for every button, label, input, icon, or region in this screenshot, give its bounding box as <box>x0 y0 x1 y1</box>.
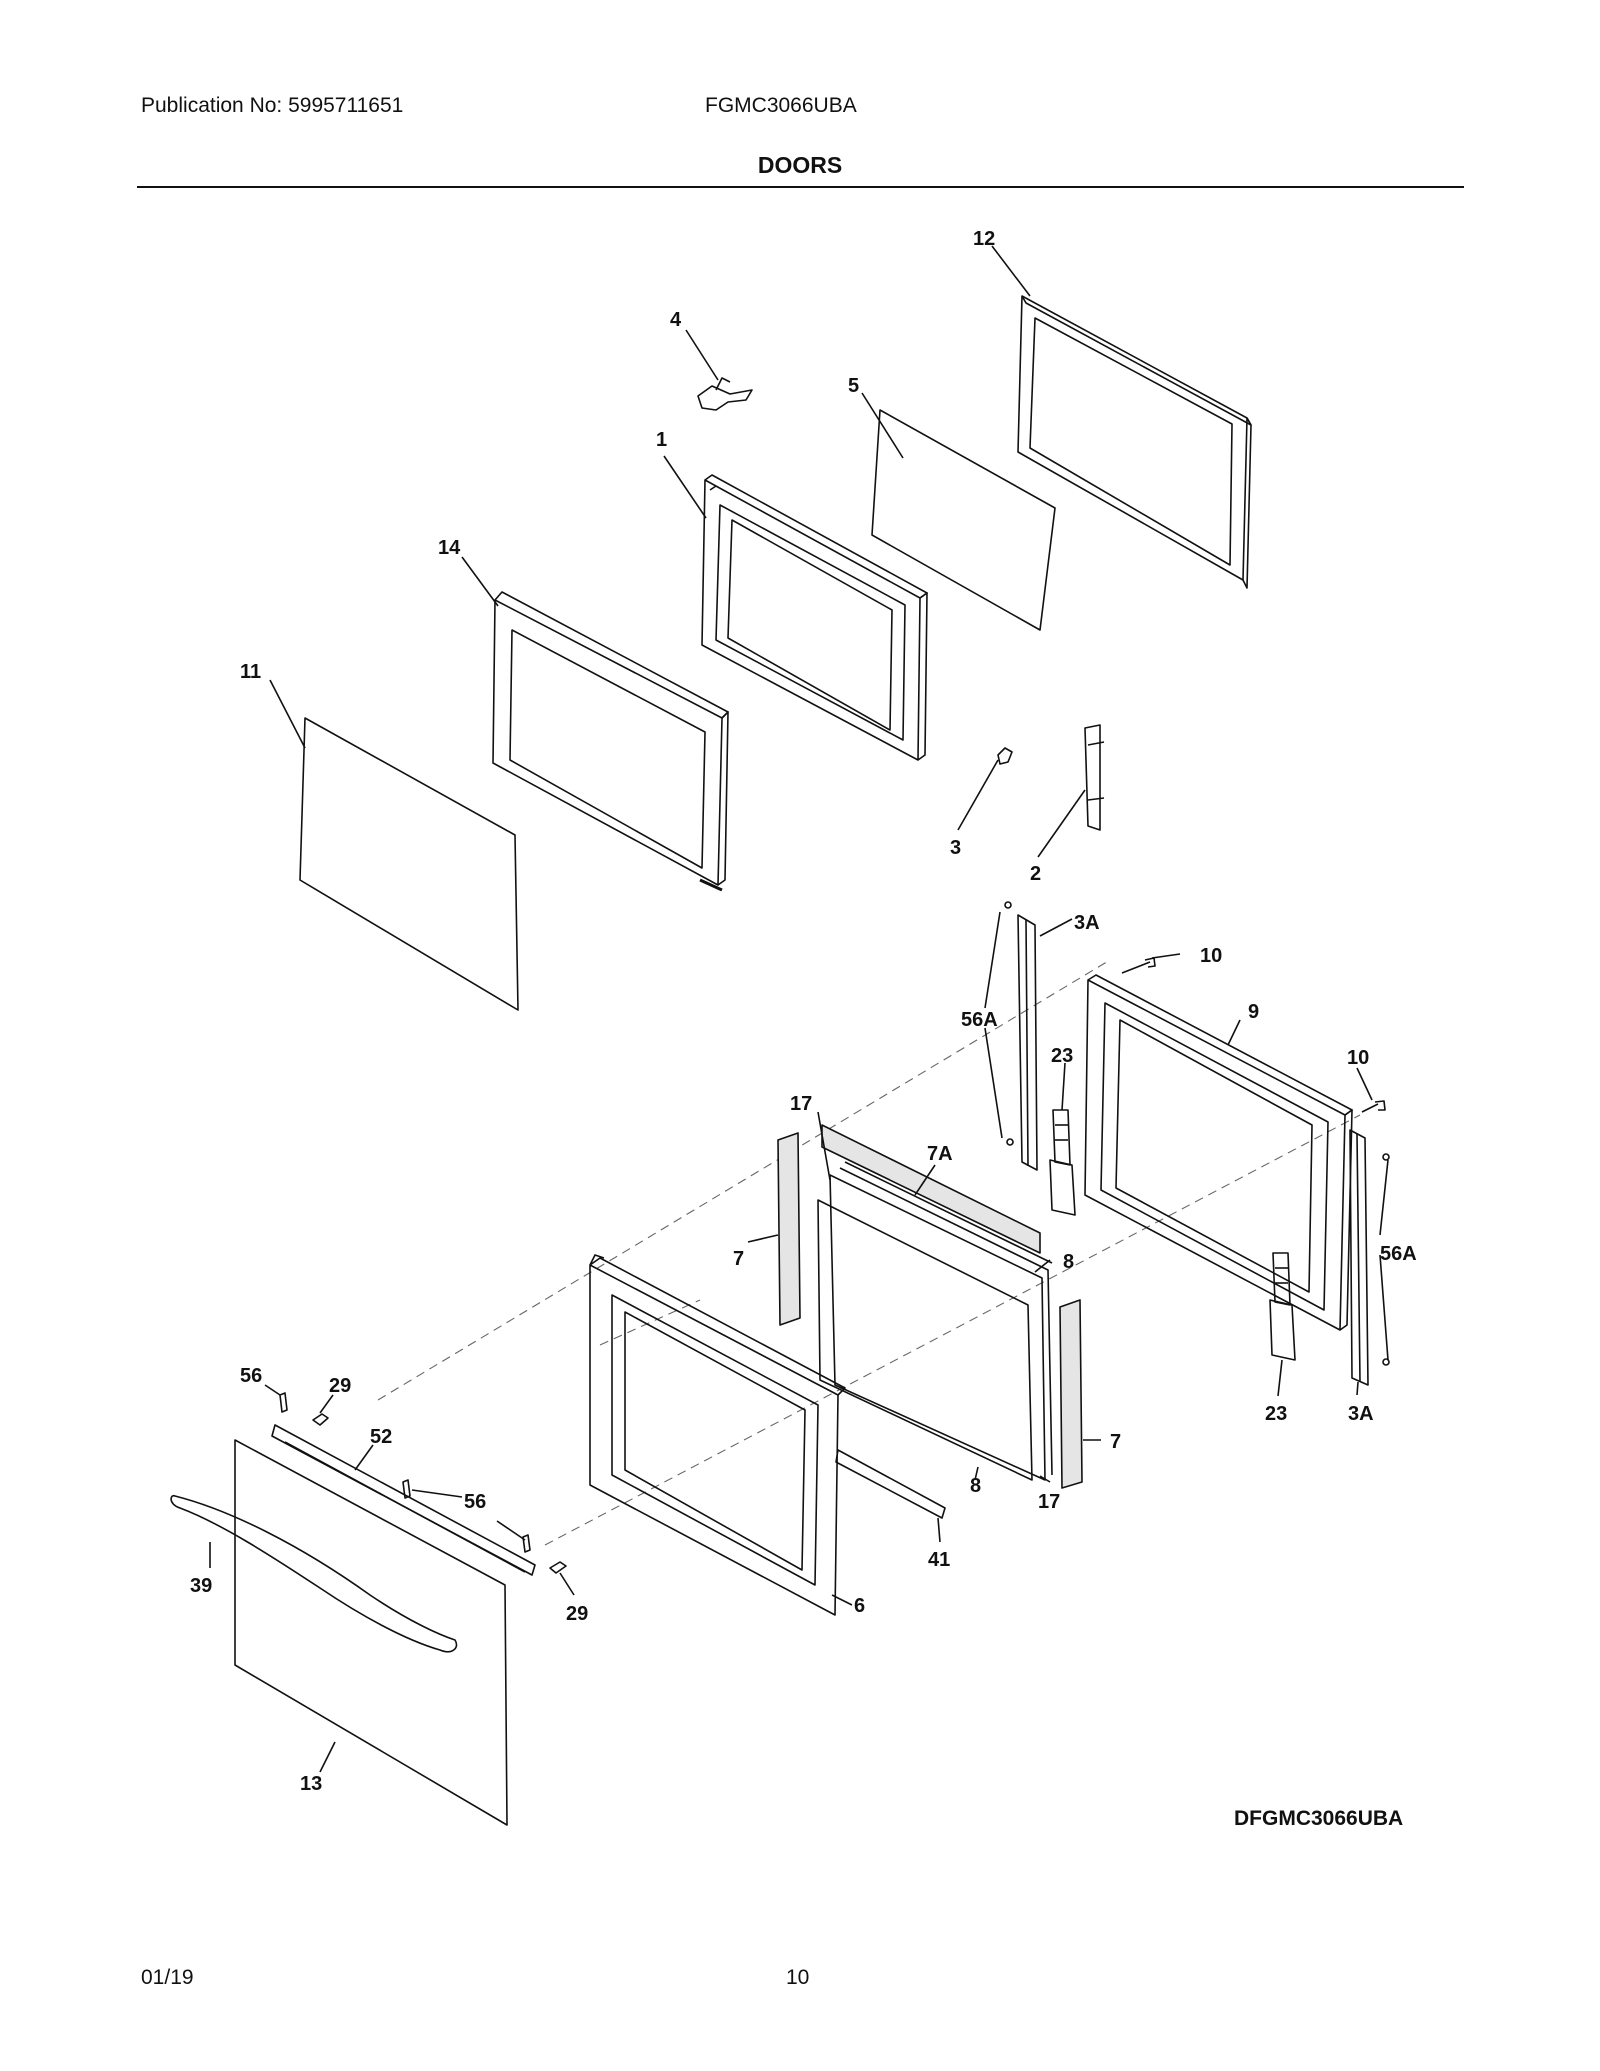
page-title: DOORS <box>757 152 843 178</box>
callout-56A-right: 56A <box>1380 1243 1417 1265</box>
callout-7-right: 7 <box>1110 1431 1121 1453</box>
callout-56A-left: 56A <box>961 1009 998 1031</box>
leader-lines <box>209 245 1389 1773</box>
part-56-screw <box>279 1392 288 1413</box>
part-14-outer-frame <box>492 591 729 892</box>
diagram-code: DFGMC3066UBA <box>1234 1807 1404 1830</box>
callout-13: 13 <box>300 1773 322 1795</box>
callout-23-top: 23 <box>1051 1045 1073 1067</box>
footer-date: 01/19 <box>141 1966 194 1989</box>
part-56A-screw <box>1006 1138 1014 1146</box>
part-56-screw <box>522 1534 531 1553</box>
callout-23-bottom: 23 <box>1265 1403 1287 1425</box>
callout-3: 3 <box>950 837 961 859</box>
part-7-insulation-left <box>777 1132 801 1326</box>
part-10-screw <box>1361 1100 1386 1113</box>
callout-6: 6 <box>854 1595 865 1617</box>
callout-56-mid: 56 <box>464 1491 486 1513</box>
part-29-pin <box>549 1561 567 1574</box>
part-56A-screw <box>1004 901 1012 909</box>
callout-9: 9 <box>1248 1001 1259 1023</box>
part-29-pin <box>312 1413 329 1426</box>
callout-52: 52 <box>370 1426 392 1448</box>
part-3A-rail-left <box>1017 914 1038 1171</box>
part-12-door-frame <box>1017 295 1252 589</box>
callout-4: 4 <box>670 309 682 331</box>
publication-number: Publication No: 5995711651 <box>141 94 404 117</box>
callout-56-left: 56 <box>240 1365 262 1387</box>
callout-10-top: 10 <box>1200 945 1222 967</box>
header-rule <box>137 186 1464 188</box>
part-39-handle <box>170 1494 458 1653</box>
model-number: FGMC3066UBA <box>705 94 857 117</box>
assembly-lines <box>377 959 1361 1546</box>
callout-2: 2 <box>1030 863 1041 885</box>
callout-17-bottom: 17 <box>1038 1491 1060 1513</box>
callout-11: 11 <box>240 661 261 683</box>
part-17-glass-pack <box>829 1161 1053 1481</box>
part-8-glass <box>817 1199 1033 1481</box>
callout-5: 5 <box>848 375 859 397</box>
part-5-glass <box>871 409 1056 631</box>
part-56A-screw <box>1382 1153 1390 1161</box>
callout-7-left: 7 <box>733 1248 744 1270</box>
part-7A-insulation-top <box>821 1124 1041 1254</box>
callout-17-top: 17 <box>790 1093 812 1115</box>
callout-8-bottom: 8 <box>970 1475 981 1497</box>
part-52-top-trim <box>271 1424 536 1576</box>
part-23-hinge-bottom <box>1269 1252 1296 1361</box>
callout-39: 39 <box>190 1575 212 1597</box>
part-6-inner-panel <box>589 1254 846 1616</box>
part-4-bracket <box>697 377 753 411</box>
part-56A-screw <box>1382 1358 1390 1366</box>
part-9-door-liner <box>1084 974 1353 1331</box>
callout-3A-bottom: 3A <box>1348 1403 1374 1425</box>
callout-29-bottom: 29 <box>566 1603 588 1625</box>
callout-3A-top: 3A <box>1074 912 1100 934</box>
callout-10-right: 10 <box>1347 1047 1369 1069</box>
callout-12: 12 <box>973 228 995 250</box>
callout-41: 41 <box>928 1549 950 1571</box>
part-13-outer-panel <box>234 1439 508 1826</box>
callout-14: 14 <box>438 537 461 559</box>
part-41-channel <box>835 1449 946 1519</box>
part-23-hinge-top <box>1049 1109 1076 1216</box>
part-1-inner-frame <box>701 474 928 761</box>
part-11-glass <box>299 717 519 1011</box>
part-3-spring <box>997 747 1013 765</box>
part-3A-rail-right <box>1349 1129 1369 1386</box>
part-56-screw <box>402 1479 411 1499</box>
callout-1: 1 <box>656 429 667 451</box>
callout-labels: 12 4 5 1 14 11 3 2 3A 10 9 56A 23 10 17 … <box>190 228 1417 1795</box>
part-10-screw <box>1121 957 1156 974</box>
page-number: 10 <box>786 1966 810 1989</box>
part-7-insulation-right <box>1059 1299 1083 1489</box>
callout-8-top: 8 <box>1063 1251 1074 1273</box>
part-2-hinge-bracket <box>1084 724 1105 831</box>
callout-7A: 7A <box>927 1143 953 1165</box>
callout-29-top: 29 <box>329 1375 351 1397</box>
